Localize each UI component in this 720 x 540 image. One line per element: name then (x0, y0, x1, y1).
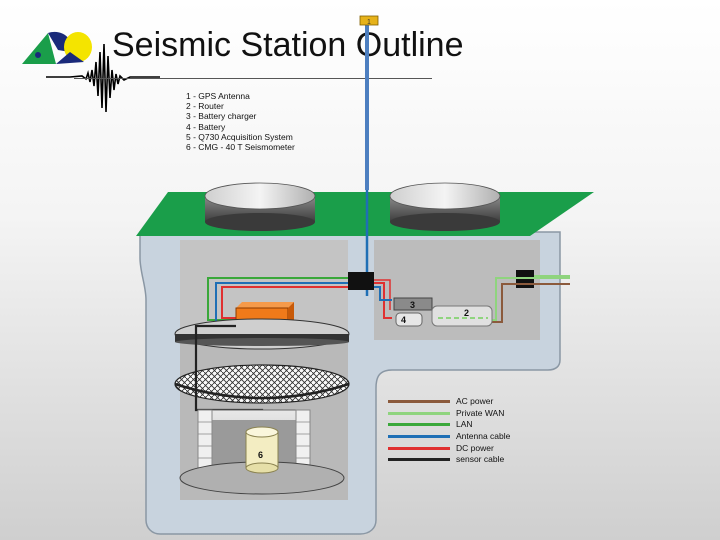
component-item: 5 - Q730 Acquisition System (186, 131, 293, 142)
cable-label: Antenna cable (456, 431, 511, 442)
cable-label: AC power (456, 396, 494, 406)
marker-4: 4 (401, 315, 406, 325)
component-item: 2 - Router (186, 101, 224, 112)
component-item: 6 - CMG - 40 T Seismometer (186, 142, 295, 153)
marker-6: 6 (258, 450, 263, 460)
cable-label: DC power (456, 442, 494, 453)
cable-label: sensor cable (456, 454, 505, 465)
cable-swatch (388, 446, 450, 450)
marker-2: 2 (464, 308, 469, 318)
cable-label: Private WAN (456, 407, 505, 418)
component-item: 3 - Battery charger (186, 111, 257, 122)
battery: 4 (395, 312, 423, 327)
right-lid (389, 182, 501, 231)
title-rule (74, 78, 432, 79)
marker-1: 1 (367, 19, 371, 26)
cable-swatch (388, 458, 450, 462)
router: 2 (431, 305, 493, 327)
left-lid (204, 182, 316, 231)
cable-label: LAN (456, 419, 473, 430)
cable-swatch (388, 411, 450, 415)
slide-title: Seismic Station Outline (112, 26, 464, 64)
seismometer: 6 (245, 426, 279, 474)
cable-swatch (388, 423, 450, 427)
component-item: 1 - GPS Antenna (186, 91, 250, 101)
ground-surface (136, 192, 594, 236)
marker-3: 3 (410, 300, 415, 310)
component-list: 1 - GPS Antenna 2 - Router 3 - Battery c… (186, 91, 295, 152)
cable-swatch (388, 400, 450, 403)
battery-charger: 3 (393, 297, 433, 311)
upper-shelf (174, 318, 350, 350)
cable-swatch (388, 435, 450, 439)
component-item: 4 - Battery (186, 121, 226, 132)
insulation-grate (174, 364, 350, 404)
gps-antenna-mast (365, 24, 369, 190)
